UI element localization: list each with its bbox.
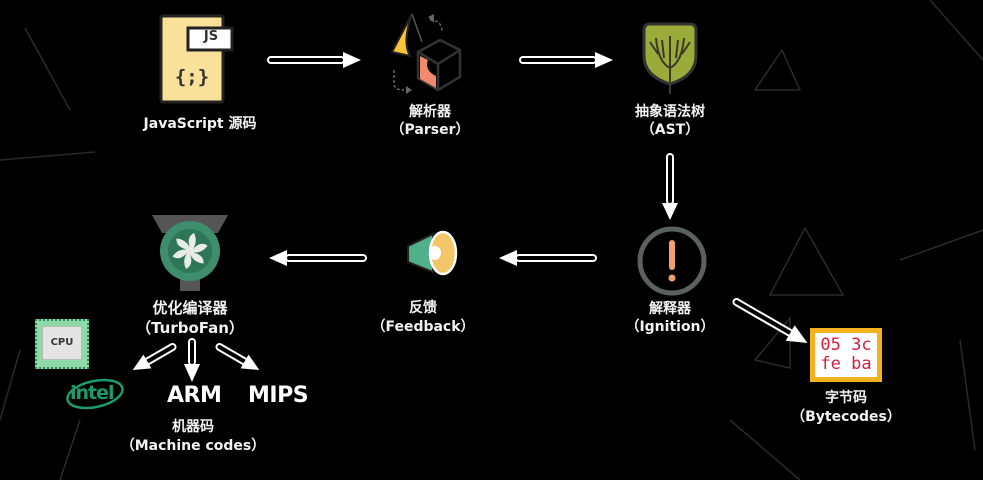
arrow-ignition-to-feedback bbox=[499, 250, 597, 266]
bytecodes-label-en: （Bytecodes） bbox=[791, 409, 901, 425]
feedback-label-en: （Feedback） bbox=[371, 319, 475, 335]
cpu-chip-icon: CPU bbox=[35, 319, 89, 369]
js-source-node: JS {;} bbox=[150, 12, 240, 107]
parser-node bbox=[390, 12, 470, 97]
arrow-ignition-to-bytecodes bbox=[732, 298, 808, 343]
mips-label: MIPS bbox=[248, 383, 309, 408]
megaphone-icon bbox=[407, 230, 458, 276]
arrow-js-to-parser bbox=[267, 52, 361, 68]
turbofan-label-cn: 优化编译器 bbox=[152, 299, 228, 317]
bytecode-line-2: fe ba bbox=[820, 354, 872, 374]
intel-logo: intel bbox=[64, 377, 126, 411]
arm-label: ARM bbox=[167, 383, 222, 408]
ast-label-en: （AST） bbox=[640, 122, 700, 138]
arrow-feedback-to-turbofan bbox=[269, 250, 367, 266]
bytecodes-label-cn: 字节码 bbox=[825, 390, 867, 406]
feedback-label-cn: 反馈 bbox=[409, 300, 437, 316]
arrow-ast-to-ignition bbox=[662, 153, 678, 220]
arrow-parser-to-ast bbox=[519, 52, 613, 68]
arrow-turbofan-to-intel bbox=[132, 343, 177, 370]
cpu-text: CPU bbox=[50, 337, 74, 348]
ignition-node bbox=[636, 225, 708, 297]
parser-icon bbox=[390, 13, 462, 94]
js-badge-text: JS bbox=[203, 29, 219, 44]
turbofan-label-en: （TurboFan） bbox=[136, 319, 244, 337]
ast-label-cn: 抽象语法树 bbox=[635, 104, 705, 120]
js-source-label: JavaScript 源码 bbox=[143, 116, 257, 132]
bytecode-line-1: 05 3c bbox=[820, 335, 872, 355]
turbofan-node bbox=[150, 215, 230, 291]
js-code-glyph: {;} bbox=[174, 66, 210, 88]
arrow-turbofan-to-mips bbox=[215, 343, 260, 370]
tree-icon bbox=[642, 22, 698, 94]
ignition-label-cn: 解释器 bbox=[649, 301, 691, 317]
intel-text: intel bbox=[70, 382, 115, 404]
ignition-label-en: （Ignition） bbox=[625, 319, 715, 335]
js-file-icon bbox=[159, 14, 234, 104]
parser-label-en: （Parser） bbox=[390, 122, 470, 138]
feedback-node bbox=[405, 228, 460, 278]
bytecodes-node: 05 3c fe ba bbox=[810, 328, 882, 382]
fan-icon bbox=[152, 215, 228, 291]
machine-codes-label-cn: 机器码 bbox=[172, 419, 214, 435]
exclamation-icon bbox=[637, 226, 707, 296]
machine-codes-label-en: （Machine codes） bbox=[120, 438, 266, 454]
ast-node bbox=[640, 22, 700, 94]
arrow-turbofan-to-arm bbox=[184, 338, 200, 382]
parser-label-cn: 解析器 bbox=[409, 104, 451, 120]
